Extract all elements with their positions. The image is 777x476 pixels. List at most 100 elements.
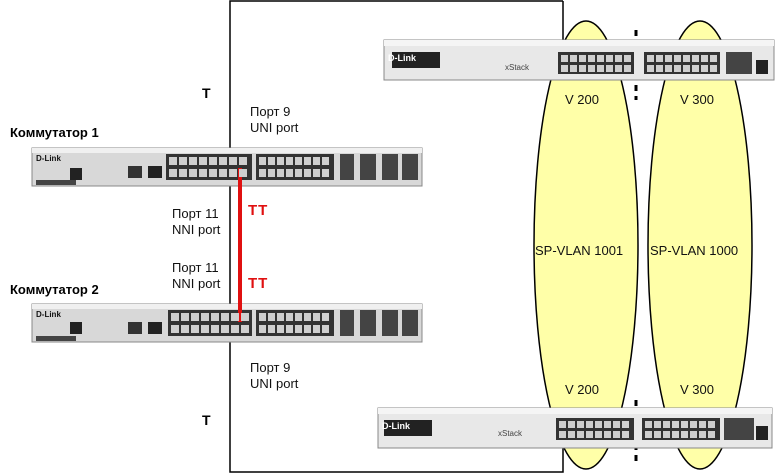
switch1-left-port [229,157,237,165]
bottom-right-port [663,421,670,428]
bottom-left-port [604,421,611,428]
vlan-ellipse-left [533,20,639,470]
switch2-right-port [277,313,284,321]
switch1-right-port [295,169,302,177]
bottom-uni-port-label: Порт 9 UNI port [250,360,298,392]
switch1-left-port [219,169,227,177]
top-left-port [606,65,613,72]
switch2-right-port [295,313,302,321]
switch1-name: Коммутатор 1 [10,125,99,140]
switch1-left-port [189,169,197,177]
switch2-right-port [313,313,320,321]
bottom-right-port [672,431,679,438]
bottom-left-port [613,421,620,428]
switch1-right-port [304,157,311,165]
top-left-port [570,55,577,62]
bottom-right-port [663,431,670,438]
switch2-left-port [191,325,199,333]
switch2-right-port [295,325,302,333]
switch1-left-port [239,157,247,165]
switch1-right-port [286,169,293,177]
top-switch-brand: D-Link [388,53,416,63]
switch1-right-port [313,157,320,165]
top-left-port [615,65,622,72]
top-left-port [597,55,604,62]
top-right-port [647,55,654,62]
switch1-brand: D-Link [36,154,61,163]
switch1-right-port [259,169,266,177]
top-left-port [579,55,586,62]
top-right-port [692,65,699,72]
network-frame [229,0,564,473]
switch1-right-port [268,157,275,165]
switch2-right-port [313,325,320,333]
top-uni-port-type: UNI port [250,120,299,135]
switch2-right-port [286,313,293,321]
bottom-left-port [613,431,620,438]
bottom-left-port [577,421,584,428]
top-left-port [597,65,604,72]
switch1-left-port [239,169,247,177]
switch1-left-port [169,157,177,165]
bottom-right-port [645,421,652,428]
top-right-port [665,55,672,62]
top-left-port [579,65,586,72]
switch2-right-port [277,325,284,333]
switch1-right-port [277,157,284,165]
bottom-left-port [622,421,629,428]
svg-text:xStack: xStack [505,63,530,72]
switch2-device [31,303,423,343]
top-right-port [710,55,717,62]
top-left-port [606,55,613,62]
top-right-port [701,55,708,62]
switch1-right-port [313,169,320,177]
top-left-port [570,65,577,72]
switch1-left-port [209,169,217,177]
bottom-right-port [681,421,688,428]
switch1-right-port [268,169,275,177]
vlan-left-bottom: V 200 [565,382,599,397]
switch2-left-port [171,325,179,333]
switch2-right-port [322,325,329,333]
bottom-left-port [559,431,566,438]
top-left-port [588,55,595,62]
switch1-left-port [179,157,187,165]
switch2-right-port [268,313,275,321]
bottom-right-port [654,431,661,438]
nni-port-number-2: Порт 11 [172,260,219,275]
t-mark-bottom: T [202,412,211,428]
switch2-left-port [241,313,249,321]
bottom-right-port [654,421,661,428]
tt-mark-2: TT [248,275,269,292]
top-right-port [674,55,681,62]
switch1-left-port [219,157,227,165]
switch1-right-port [295,157,302,165]
top-right-port [683,55,690,62]
svg-text:xStack: xStack [498,429,523,438]
top-left-port [588,65,595,72]
bottom-switch-brand: D-Link [382,421,410,431]
switch2-left-port [241,325,249,333]
switch1-left-port [199,157,207,165]
bottom-left-port [586,421,593,428]
top-right-port [656,55,663,62]
switch2-left-port [171,313,179,321]
vlan-left-middle: SP-VLAN 1001 [535,243,624,258]
switch2-right-port [259,325,266,333]
vlan-right-top: V 300 [680,92,714,107]
switch1-left-port [179,169,187,177]
bottom-left-port [559,421,566,428]
nni-port-label-1: Порт 11 NNI port [172,206,220,238]
bottom-right-port [699,421,706,428]
nni-port-type-2: NNI port [172,276,221,291]
vlan-ellipse-right [647,20,753,470]
nni-port-label-2: Порт 11 NNI port [172,260,220,292]
nni-port-type-1: NNI port [172,222,221,237]
top-right-port [656,65,663,72]
switch2-left-port [221,313,229,321]
switch1-right-port [277,169,284,177]
bottom-uni-port-type: UNI port [250,376,299,391]
bottom-uni-port-number: Порт 9 [250,360,291,375]
